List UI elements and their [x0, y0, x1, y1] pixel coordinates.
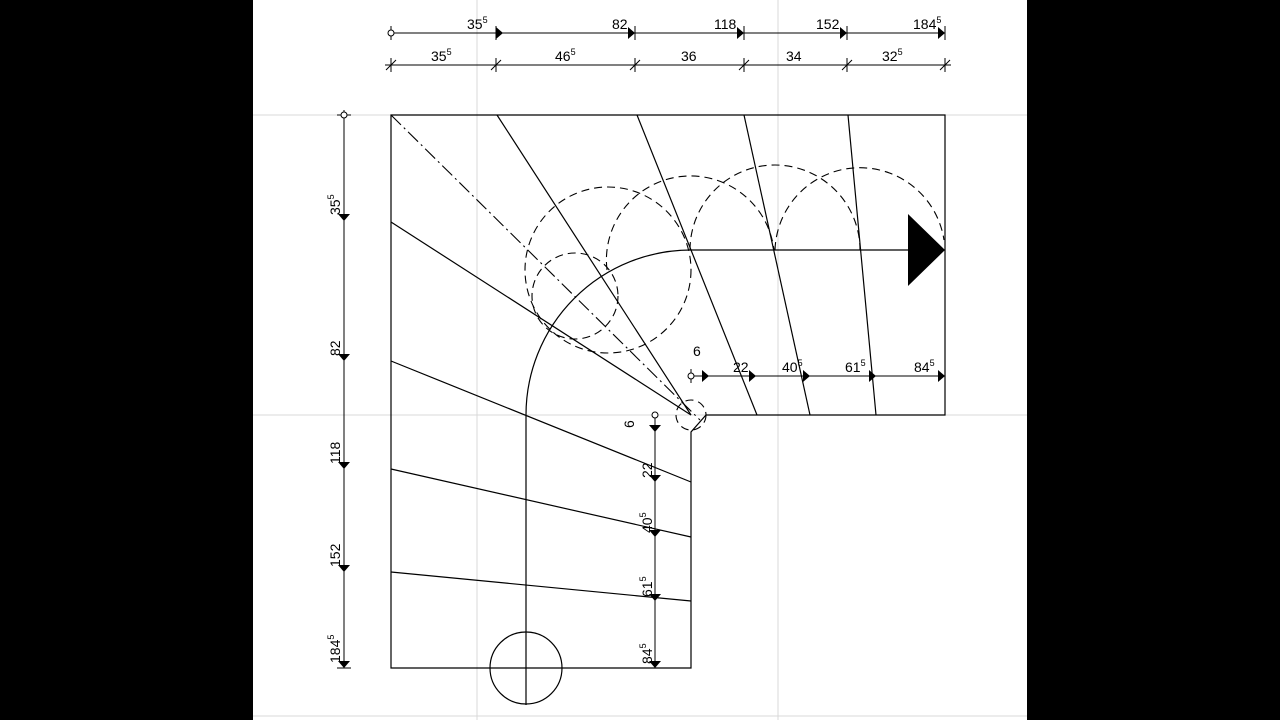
walkline-v-origin-icon	[651, 411, 659, 419]
step-line	[847, 114, 877, 416]
corner-dashed-circle	[675, 399, 707, 431]
top-cum-label-2: 82	[612, 16, 628, 32]
top-seg-label-5: 325	[882, 47, 903, 64]
left-label-2: 82	[327, 340, 343, 356]
dashed-arc	[605, 175, 775, 271]
start-circle-icon	[489, 631, 563, 705]
top-seg-label-3: 36	[681, 48, 697, 64]
walk-h-label-5: 845	[914, 358, 935, 375]
walk-direction-arrow-icon	[908, 214, 945, 286]
left-label-1: 355	[326, 194, 343, 215]
walk-v-label-3: 405	[638, 512, 655, 533]
step-line	[390, 360, 692, 483]
top-seg-label-1: 355	[431, 47, 452, 64]
walk-v-label-4: 615	[638, 576, 655, 597]
top-segment-labels: 355 465 36 34 325	[431, 47, 903, 64]
step-line	[636, 114, 758, 416]
left-label-5: 1845	[326, 635, 343, 663]
diagonal-centerline	[390, 114, 701, 421]
stair-outline	[390, 114, 946, 669]
walk-h-label-4: 615	[845, 358, 866, 375]
step-line	[390, 571, 692, 602]
walkline-horizontal-labels: 6 22 405 615 845	[693, 343, 935, 375]
left-label-4: 152	[327, 543, 343, 567]
walkline-h-arrowheads	[702, 370, 945, 382]
walk-h-label-2: 22	[733, 359, 749, 375]
paper-sheet	[253, 0, 1027, 720]
walkline-h-origin-icon	[687, 372, 695, 380]
top-seg-label-2: 465	[555, 47, 576, 64]
walk-line	[525, 249, 908, 705]
step-line	[743, 114, 811, 416]
walk-v-label-5: 845	[638, 643, 655, 664]
dashed-arc	[689, 164, 861, 251]
left-origin-marker-icon	[340, 111, 348, 119]
top-cum-label-5: 1845	[913, 15, 941, 32]
left-arrowheads	[338, 214, 350, 668]
origin-marker-icon	[387, 29, 395, 37]
walk-v-label-2: 22	[639, 462, 655, 478]
walk-h-label-1: 6	[693, 343, 701, 359]
walk-h-label-3: 405	[782, 358, 803, 375]
top-cumulative-labels: 355 82 118 152 1845	[467, 15, 941, 32]
top-cum-label-3: 118	[714, 16, 737, 32]
top-arrowheads	[496, 27, 945, 39]
left-cumulative-labels: 355 82 118 152 1845	[326, 194, 343, 663]
walkline-vertical-labels: 6 22 405 615 845	[621, 420, 655, 664]
left-label-3: 118	[327, 441, 343, 464]
top-segment-dimension	[385, 58, 951, 72]
top-seg-label-4: 34	[786, 48, 802, 64]
dashed-arcs	[524, 164, 945, 431]
step-line	[496, 114, 692, 416]
walkline-v-arrowheads	[649, 425, 661, 668]
top-cum-label-1: 355	[467, 15, 488, 32]
dashed-arc	[774, 167, 945, 251]
top-cum-label-4: 152	[816, 16, 840, 32]
step-line	[390, 468, 692, 538]
walk-v-label-1: 6	[621, 420, 637, 428]
